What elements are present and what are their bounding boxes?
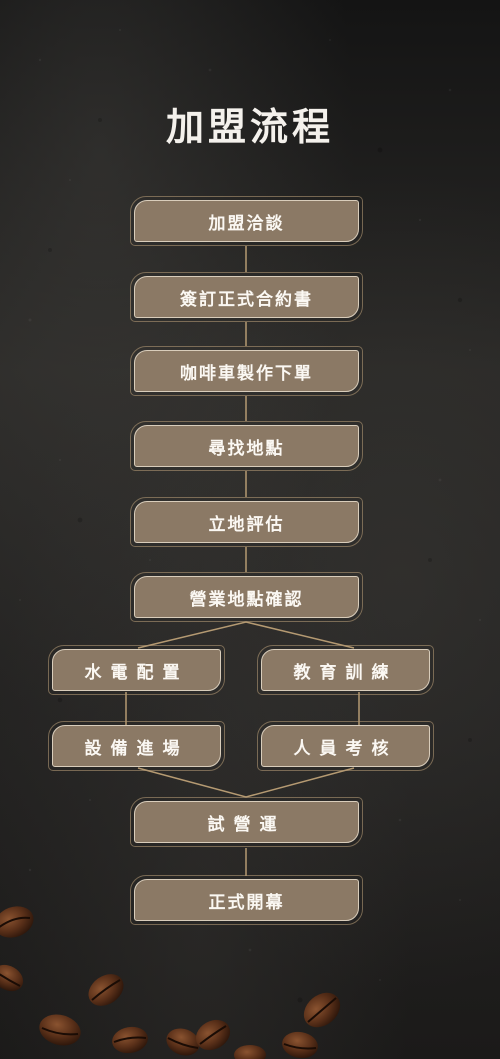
coffee-bean-icon — [282, 1031, 318, 1059]
step-staff-assessment: 人員考核 — [257, 721, 434, 771]
coffee-bean-icon — [0, 964, 24, 992]
coffee-bean-icon — [0, 906, 34, 938]
coffee-bean-icon — [303, 992, 341, 1028]
step-label: 尋找地點 — [134, 425, 359, 467]
step-trial-operation: 試營運 — [130, 797, 363, 847]
step-find-location: 尋找地點 — [130, 421, 363, 471]
step-education-training: 教育訓練 — [257, 645, 434, 695]
step-grand-opening: 正式開幕 — [130, 875, 363, 925]
coffee-bean-icon — [234, 1045, 266, 1059]
step-label: 簽訂正式合約書 — [134, 276, 359, 318]
step-label: 設備進場 — [52, 725, 221, 767]
step-label: 咖啡車製作下單 — [134, 350, 359, 392]
step-label: 人員考核 — [261, 725, 430, 767]
step-label: 試營運 — [134, 801, 359, 843]
step-label: 教育訓練 — [261, 649, 430, 691]
coffee-bean-icon — [88, 974, 124, 1006]
coffee-bean-icon — [166, 1028, 200, 1056]
step-site-evaluation: 立地評估 — [130, 497, 363, 547]
page-title: 加盟流程 — [165, 105, 334, 149]
step-label: 正式開幕 — [134, 879, 359, 921]
step-coffee-truck-order: 咖啡車製作下單 — [130, 346, 363, 396]
step-confirm-location: 營業地點確認 — [130, 572, 363, 622]
step-franchise-talks: 加盟洽談 — [130, 196, 363, 246]
step-equipment-installation: 設備進場 — [48, 721, 225, 771]
coffee-bean-icon — [39, 1014, 81, 1046]
step-sign-contract: 簽訂正式合約書 — [130, 272, 363, 322]
step-label: 立地評估 — [134, 501, 359, 543]
step-label: 營業地點確認 — [134, 576, 359, 618]
coffee-bean-icon — [195, 1019, 231, 1051]
step-label: 加盟洽談 — [134, 200, 359, 242]
step-utilities-setup: 水電配置 — [48, 645, 225, 695]
step-label: 水電配置 — [52, 649, 221, 691]
coffee-bean-icon — [112, 1026, 148, 1054]
